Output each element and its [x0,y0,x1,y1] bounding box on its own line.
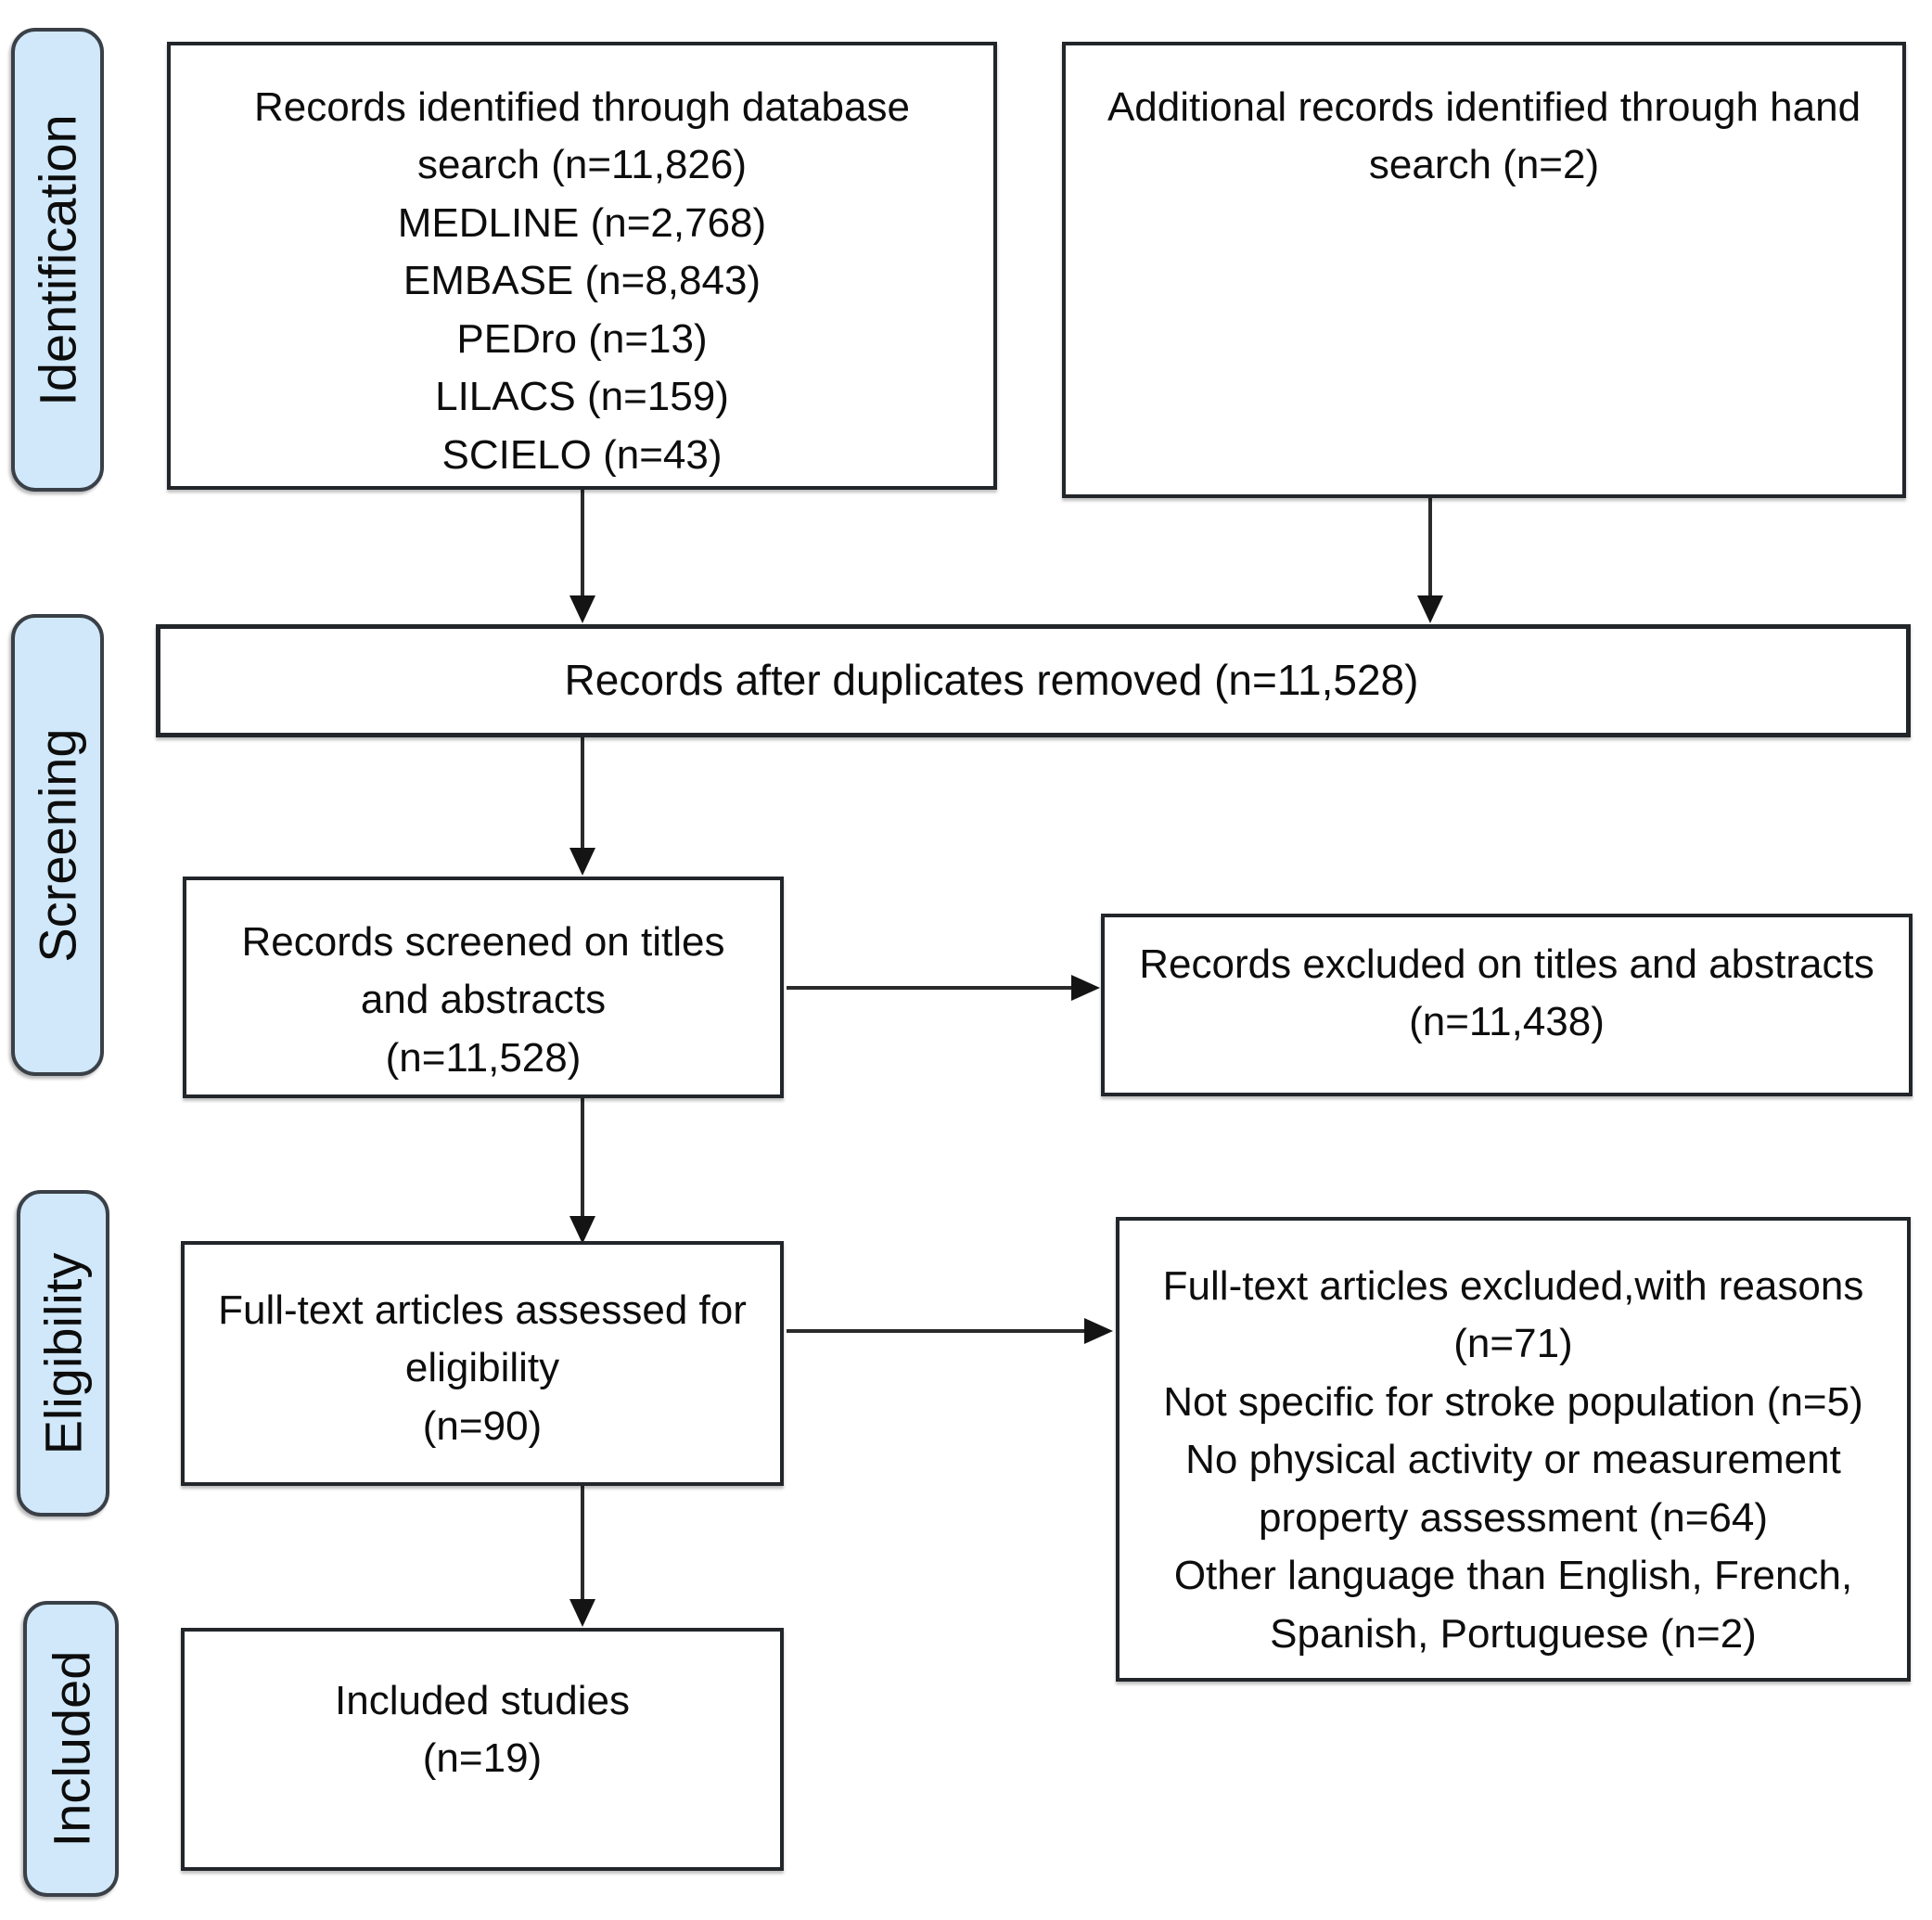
box-records-screened-text: Records screened on titles and abstracts… [241,919,725,1081]
stage-label-identification-text: Identification [28,113,87,406]
box-records-after-duplicates-removed-text: Records after duplicates removed (n=11,5… [564,656,1419,705]
box-fulltext-assessed-text: Full-text articles assessed for eligibil… [218,1287,747,1449]
stage-label-included: Included [23,1601,119,1897]
stage-label-eligibility: Eligibility [17,1190,109,1517]
stage-label-identification: Identification [11,28,104,492]
box-additional-records-hand-search: Additional records identified through ha… [1062,42,1906,498]
box-records-excluded-text: Records excluded on titles and abstracts… [1139,941,1874,1045]
box-fulltext-excluded-reasons-text: Full-text articles excluded,with reasons… [1162,1263,1864,1657]
box-additional-records-hand-search-text: Additional records identified through ha… [1107,84,1862,188]
stage-label-screening: Screening [11,614,104,1076]
box-records-after-duplicates-removed: Records after duplicates removed (n=11,5… [156,624,1911,737]
box-included-studies-text: Included studies (n=19) [335,1678,630,1782]
box-records-identified-database-text: Records identified through database sear… [254,84,910,478]
box-fulltext-excluded-reasons: Full-text articles excluded,with reasons… [1116,1217,1911,1682]
stage-label-screening-text: Screening [28,727,87,963]
box-records-excluded: Records excluded on titles and abstracts… [1101,914,1913,1096]
stage-label-eligibility-text: Eligibility [33,1252,93,1454]
box-records-screened: Records screened on titles and abstracts… [183,877,784,1098]
stage-label-included-text: Included [42,1650,101,1848]
box-included-studies: Included studies (n=19) [181,1628,784,1871]
box-fulltext-assessed: Full-text articles assessed for eligibil… [181,1241,784,1486]
box-records-identified-database: Records identified through database sear… [167,42,997,490]
